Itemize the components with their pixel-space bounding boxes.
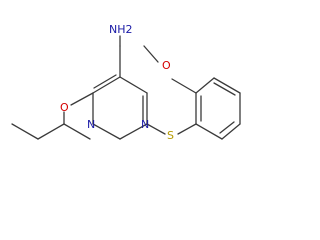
bond-ar-5 bbox=[195, 77, 215, 94]
bond-c6-o bbox=[70, 92, 94, 106]
bond-c5-c6-double bbox=[93, 74, 117, 89]
ring-nitrogen-lower-label: N bbox=[87, 118, 95, 131]
bond-s-aryl bbox=[177, 123, 197, 135]
bond-ar-2-double bbox=[219, 121, 235, 134]
bond-ch2-ch3 bbox=[11, 123, 39, 140]
methoxyphenyl-thio-group bbox=[143, 45, 241, 140]
bond-c5-c6 bbox=[92, 76, 121, 94]
butoxy-group bbox=[11, 92, 94, 140]
structure-canvas: NH2 N N S O O bbox=[0, 0, 246, 153]
bond-ar-o bbox=[171, 78, 197, 94]
bond-c2-s bbox=[146, 123, 166, 135]
bond-ar-2 bbox=[221, 123, 241, 140]
bond-c4-ring bbox=[119, 76, 148, 94]
bond-ar-4 bbox=[213, 77, 241, 94]
bond-ar-1 bbox=[195, 123, 223, 140]
bond-o-methyl bbox=[143, 45, 159, 63]
methoxy-oxygen-label: O bbox=[162, 59, 171, 72]
bond-n1-c2 bbox=[92, 123, 121, 140]
bond-ch-ch2 bbox=[37, 123, 65, 140]
bond-ch-methyl bbox=[63, 123, 91, 140]
amine-label: NH2 bbox=[109, 23, 133, 36]
sulfur-label: S bbox=[167, 129, 174, 142]
molecule-diagram: NH2 N N S O O bbox=[11, 23, 241, 142]
pyrimidine-ring bbox=[92, 45, 148, 140]
ring-nitrogen-upper-label: N bbox=[141, 118, 149, 131]
butoxy-oxygen-label: O bbox=[60, 101, 69, 114]
bond-c2-n3 bbox=[119, 123, 148, 140]
bond-ar-4-double bbox=[213, 82, 236, 96]
